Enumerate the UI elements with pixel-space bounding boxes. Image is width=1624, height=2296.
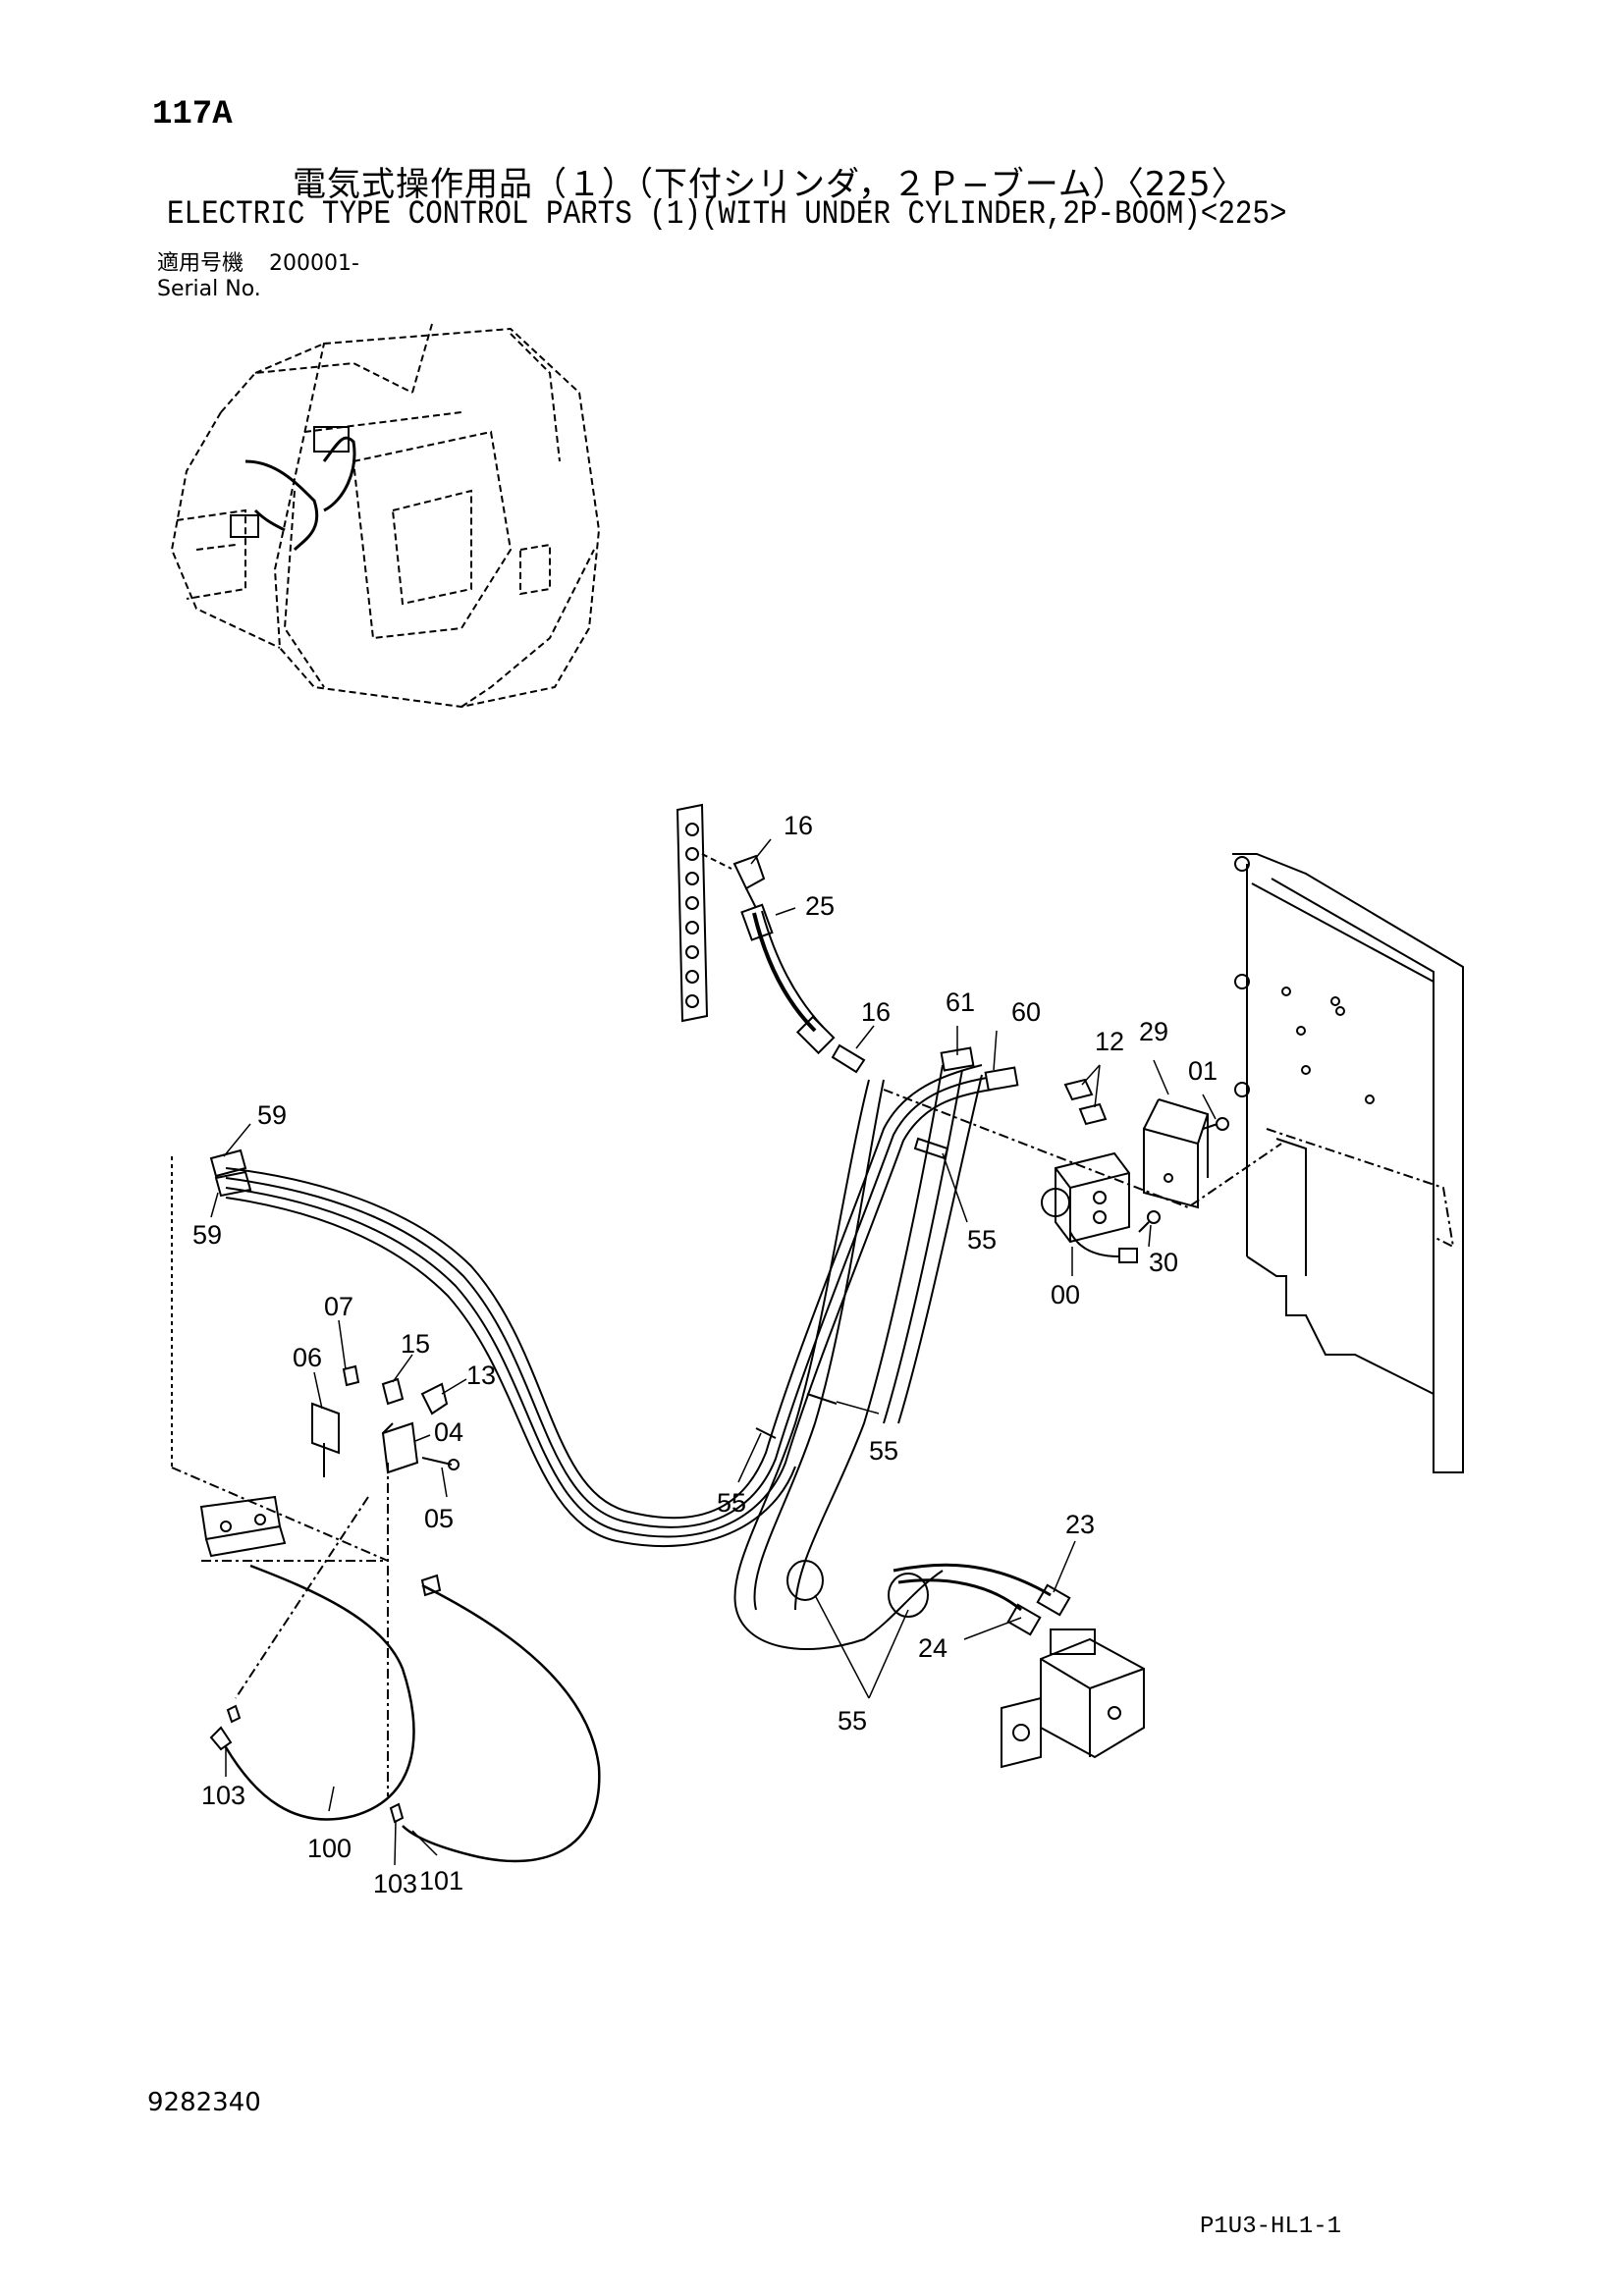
hose-59-bundle: [209, 1064, 993, 1548]
bracket-06: [311, 1402, 340, 1477]
title-english: ELECTRIC TYPE CONTROL PARTS (1)(WITH UND…: [167, 196, 1287, 234]
hose-23-24: [893, 1563, 1071, 1636]
callout-55-a: 55: [967, 1225, 997, 1255]
fittings-12: [1063, 1078, 1108, 1126]
cab-component: [230, 426, 350, 538]
bolt-01: [1202, 1117, 1229, 1131]
serial-label-en: Serial No.: [157, 277, 261, 301]
callout-12: 12: [1095, 1027, 1124, 1056]
cable-101: [402, 1574, 601, 1863]
callout-25: 25: [805, 891, 835, 921]
bolt-07: [342, 1364, 360, 1387]
elbow-fitting-16-top: [732, 854, 766, 909]
callout-23: 23: [1065, 1510, 1095, 1539]
callout-labels: 16 25 16 61 60 12 29 01 59 59 55 30 00 0…: [192, 811, 1218, 1898]
callout-13: 13: [466, 1361, 496, 1390]
callout-55-c: 55: [717, 1488, 746, 1518]
callout-16-lower: 16: [861, 997, 891, 1027]
callout-55-d: 55: [838, 1706, 867, 1735]
control-valve: [1001, 1629, 1145, 1769]
callout-07: 07: [324, 1292, 353, 1321]
right-panel: [1232, 853, 1464, 1473]
callout-06: 06: [293, 1343, 322, 1372]
callout-59-top: 59: [257, 1100, 287, 1130]
document-number: 9282340: [147, 2088, 261, 2117]
center-lines: [171, 1463, 389, 1796]
callout-24: 24: [918, 1633, 947, 1663]
callout-59-bottom: 59: [192, 1220, 222, 1250]
callout-29: 29: [1139, 1017, 1168, 1046]
bolt-30: [1138, 1210, 1161, 1233]
bolt-05: [421, 1457, 460, 1470]
hose-60-61-bundle: [733, 1046, 1019, 1650]
serial-value: 200001-: [269, 251, 359, 276]
callout-60: 60: [1011, 997, 1041, 1027]
fitting-16-lower: [831, 1043, 866, 1074]
serial-block: 適用号機 200001- Serial No.: [157, 251, 359, 302]
callout-00: 00: [1051, 1280, 1080, 1309]
leader-lines: [210, 838, 1217, 1866]
clamps-55: [755, 1137, 949, 1618]
elbow-13: [420, 1382, 449, 1415]
callout-15: 15: [401, 1329, 430, 1359]
callout-04: 04: [434, 1417, 463, 1447]
bracket-29: [1143, 1098, 1209, 1209]
serial-label-jp: 適用号機: [157, 251, 244, 276]
cable-100: [209, 1564, 415, 1821]
cab-harness: [244, 436, 356, 552]
callout-30: 30: [1149, 1248, 1178, 1277]
page-number: 117A: [152, 96, 233, 133]
title-japanese: 電気式操作用品（１）（下付シリンダ，２Ｐ−ブーム）〈225〉: [293, 165, 1246, 204]
callout-101: 101: [419, 1866, 463, 1896]
drawing-code: P1U3-HL1-1: [1200, 2214, 1342, 2240]
connectors-103: [226, 1704, 405, 1824]
callout-103-bottom: 103: [373, 1869, 417, 1898]
callout-61: 61: [946, 988, 975, 1017]
plug-15: [381, 1377, 405, 1406]
switch-block: [199, 1495, 287, 1558]
callout-103-left: 103: [201, 1781, 245, 1810]
callout-01: 01: [1188, 1056, 1218, 1086]
mounting-centerline: [883, 1089, 1282, 1209]
callout-55-b: 55: [869, 1436, 898, 1466]
block-04: [381, 1421, 419, 1474]
valve-block-strip: [676, 803, 732, 1023]
hose-25: [740, 903, 836, 1055]
callout-100: 100: [307, 1834, 352, 1863]
callout-16-top: 16: [784, 811, 813, 840]
callout-05: 05: [424, 1504, 454, 1533]
cab-overview-drawing: [170, 323, 601, 709]
